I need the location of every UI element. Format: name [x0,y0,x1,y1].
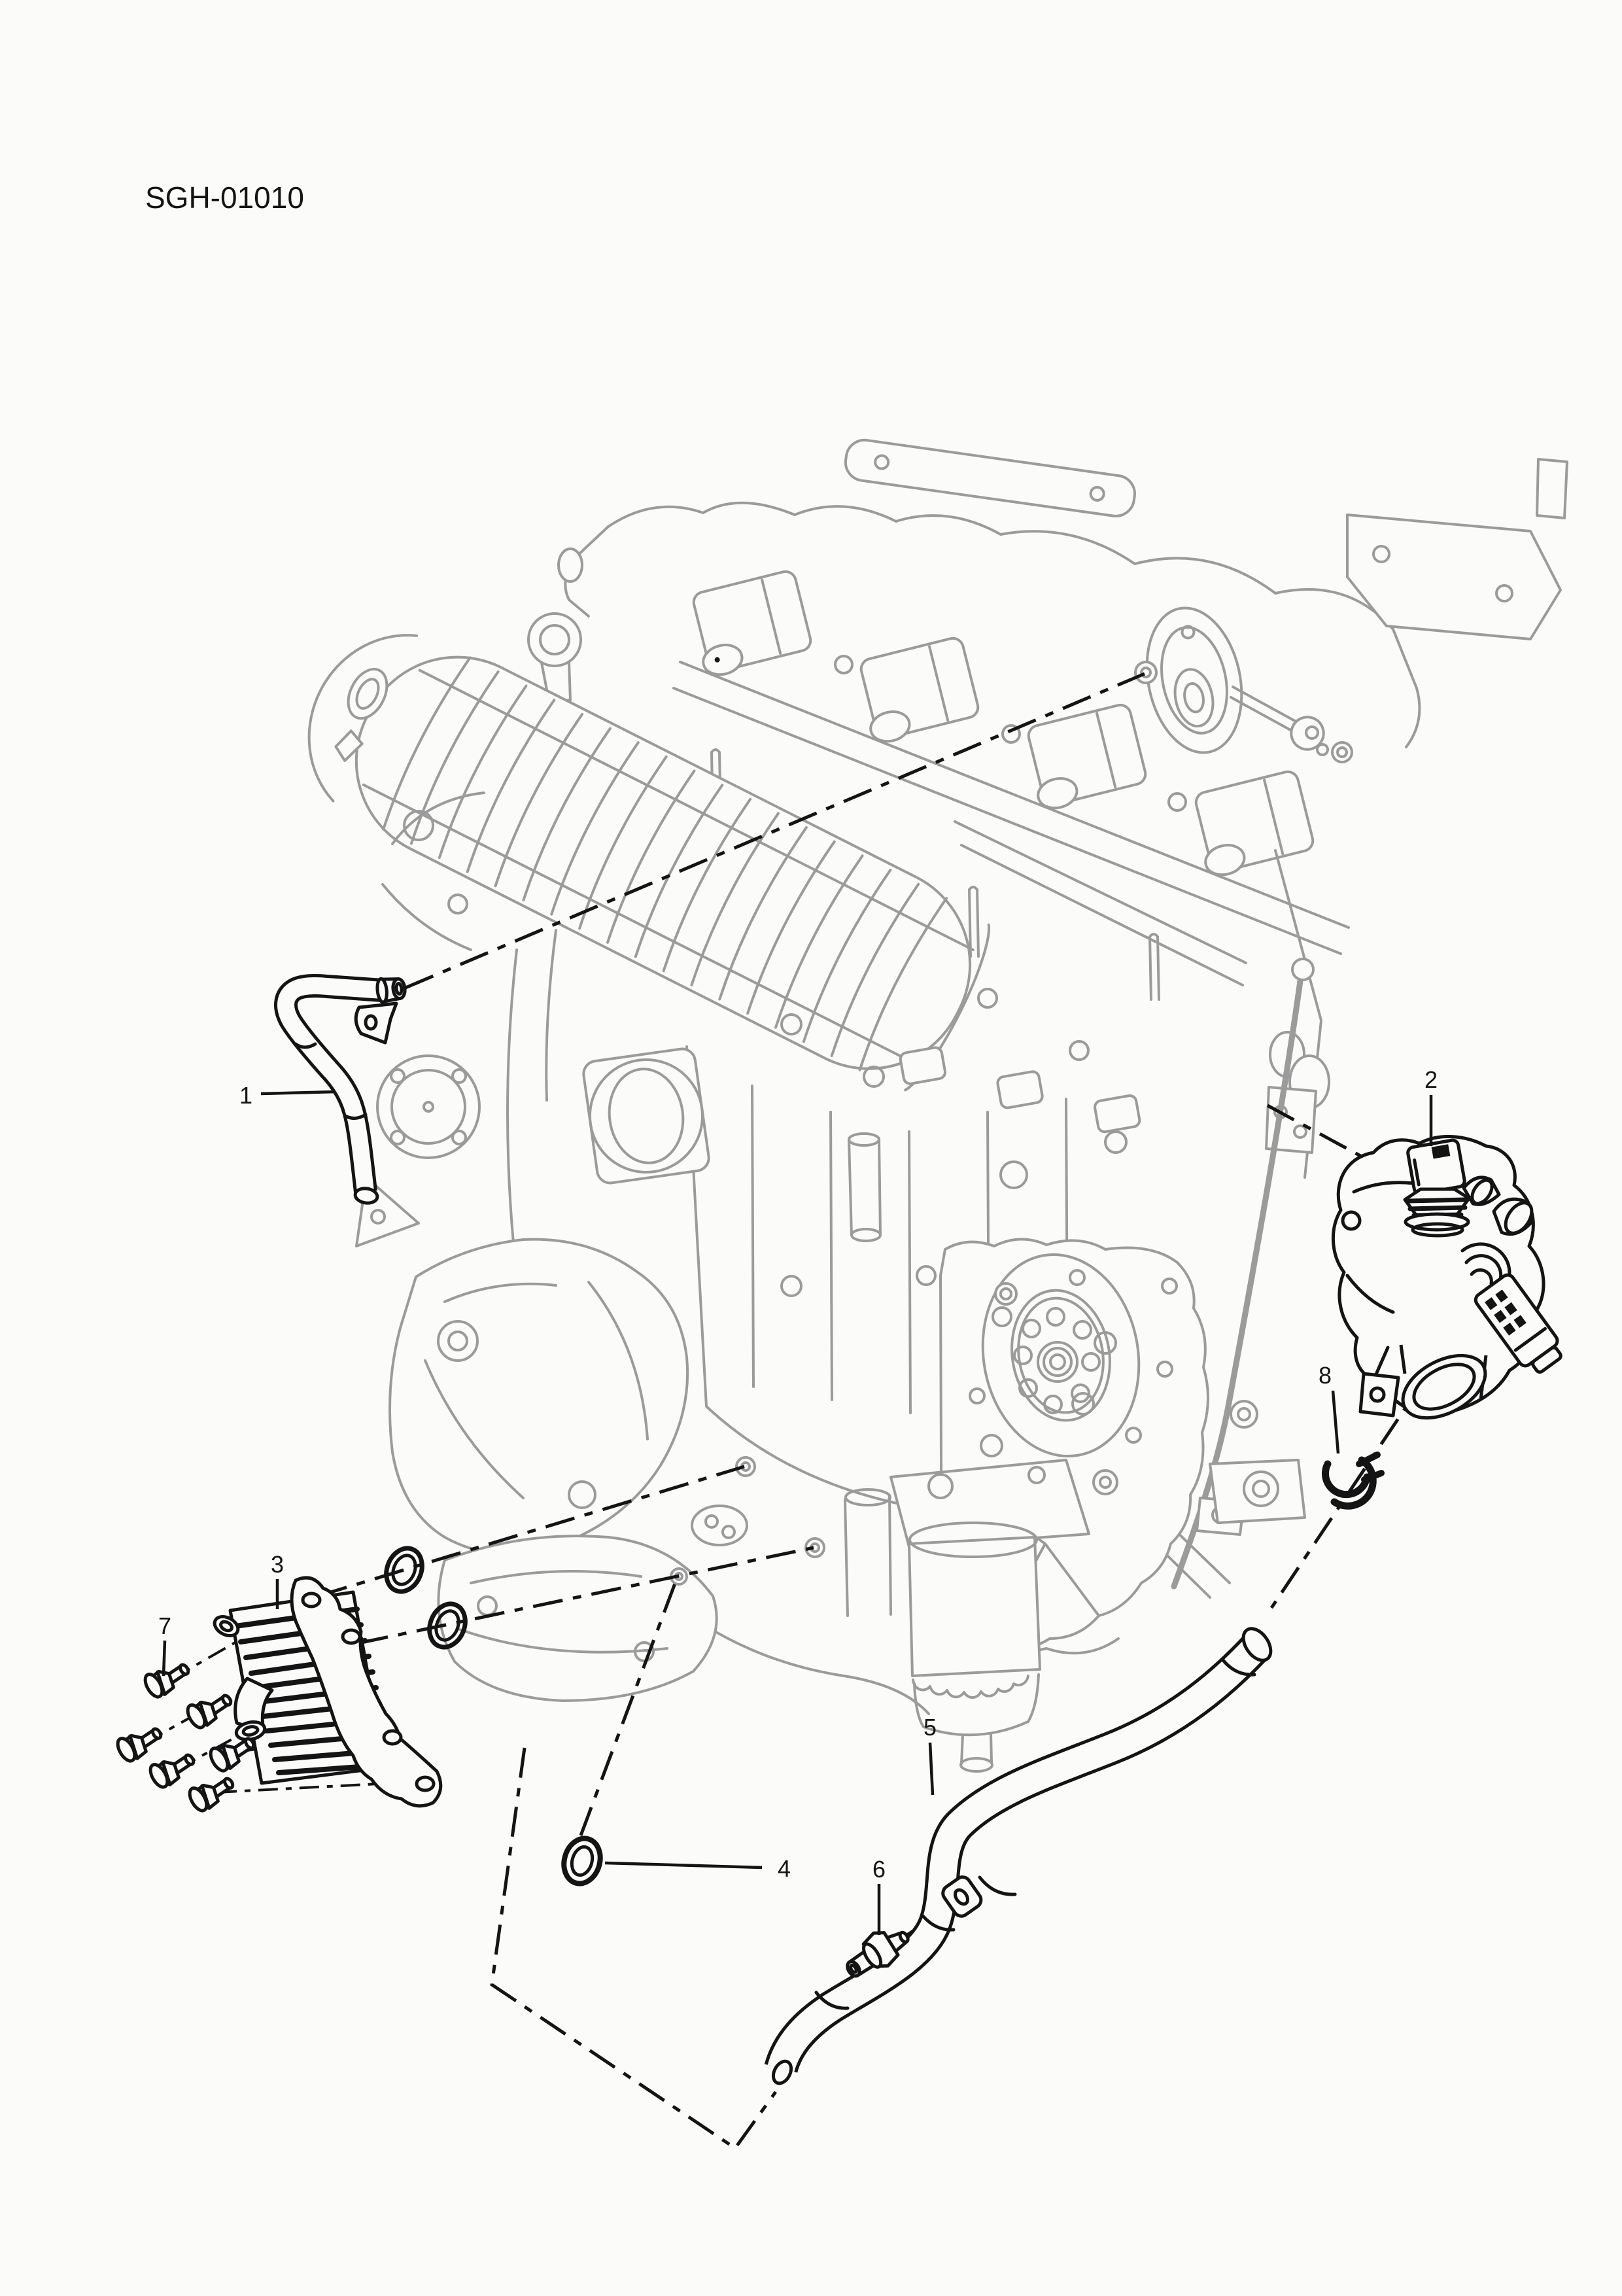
callout-7: 7 [158,1612,171,1639]
oil-filter [844,1459,1090,1773]
document-code: SGH-01010 [145,181,304,215]
callout-leaders [162,1090,1433,1935]
callout-4: 4 [778,1855,791,1882]
callout-labels: 1 2 3 4 5 6 7 8 [158,1066,1438,1883]
callout-1: 1 [239,1082,252,1109]
part-6-sensor-bolt [846,1930,910,1978]
callout-8: 8 [1319,1362,1332,1389]
engine-bolts [780,655,1187,1297]
assembly-line-part2 [1266,1104,1363,1158]
assembly-line-cooler-lower [358,1546,814,1645]
callout-5: 5 [923,1714,937,1741]
part-5-hose [764,1627,1273,2085]
ignition-coils [692,570,1315,877]
alternator [1134,606,1353,763]
assembly-line-seal4 [579,1576,680,1836]
part-8-clamp [1321,1452,1385,1510]
part-4-seal [561,1835,603,1887]
assembly-lines [145,672,1433,2151]
assembly-line-hose-route [490,1747,778,2151]
part-1-pipe [274,974,407,1205]
part-3-oil-cooler [213,1576,443,1808]
callout-3: 3 [271,1551,284,1578]
assembly-line-cooler-upper [317,1465,745,1598]
intake-manifold [307,634,991,1092]
part-2-thermostat-housing [1331,1134,1562,1420]
engine-sketch [307,438,1568,1773]
transmission-brackets [388,1238,748,1702]
assembly-line-part1 [405,672,1145,990]
callout-2: 2 [1424,1066,1438,1093]
seal-rings [384,1546,603,1887]
callout-6: 6 [872,1856,886,1883]
